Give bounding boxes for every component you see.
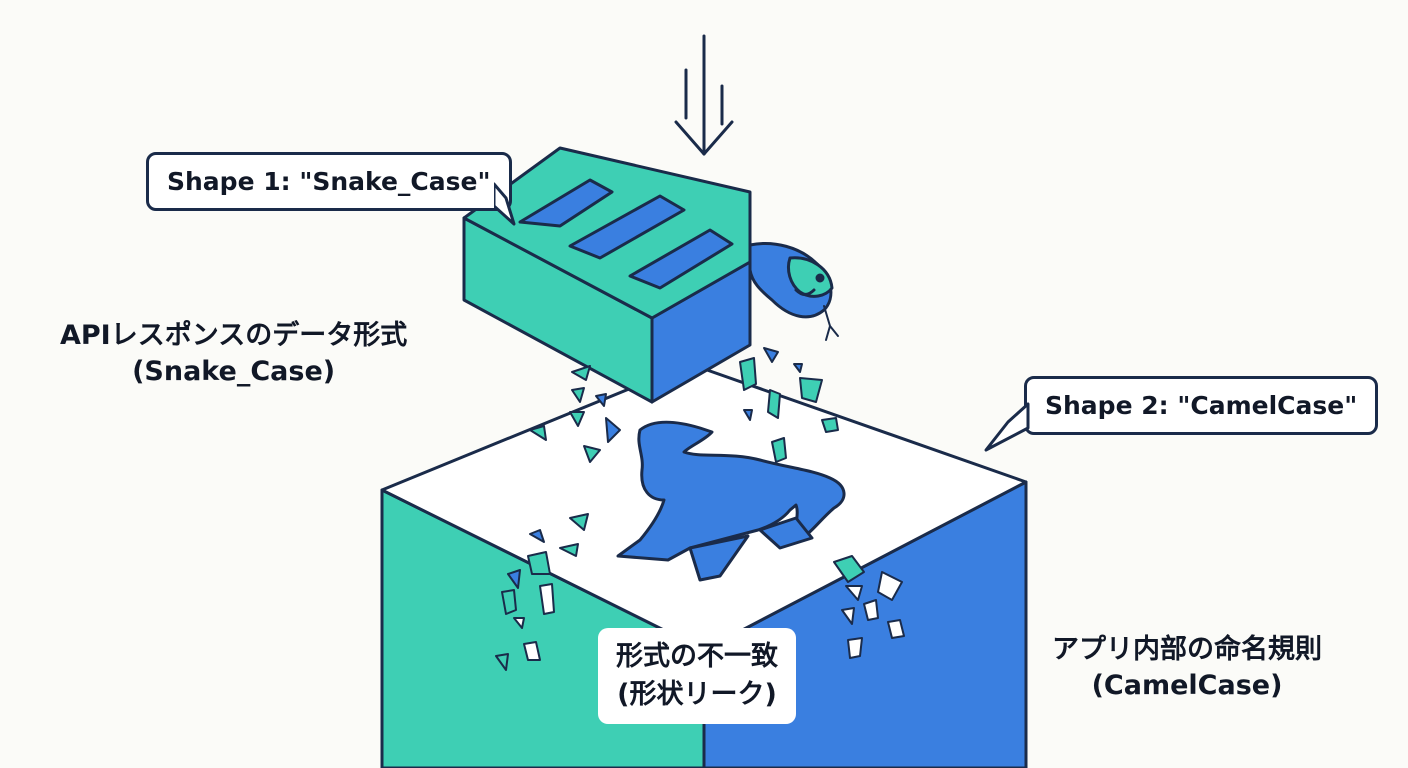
camel-case-callout: Shape 2: "CamelCase" xyxy=(1024,376,1379,435)
down-arrow-icon xyxy=(674,34,734,156)
api-format-label: APIレスポンスのデータ形式 (Snake_Case) xyxy=(60,318,407,390)
mismatch-line-2: (形状リーク) xyxy=(617,679,777,710)
snake-groove-2 xyxy=(568,194,686,260)
snake-block xyxy=(462,146,839,404)
snake-smile xyxy=(794,288,816,296)
mismatch-line-1: 形式の不一致 xyxy=(616,641,778,672)
shard-icon xyxy=(495,347,905,671)
camel-callout-tail xyxy=(984,402,1030,452)
camel-case-callout-text: Shape 2: "CamelCase" xyxy=(1045,391,1358,420)
snake-head xyxy=(786,256,834,298)
snake-case-callout-text: Shape 1: "Snake_Case" xyxy=(167,167,491,196)
snake-tongue xyxy=(823,305,839,341)
snake-eye xyxy=(815,273,825,283)
app-rule-line-1: アプリ内部の命名規則 xyxy=(1052,634,1322,665)
app-rule-label: アプリ内部の命名規則 (CamelCase) xyxy=(1052,632,1322,704)
camel-hole-icon xyxy=(616,420,846,582)
snake-callout-tail xyxy=(494,182,516,226)
api-format-line-1: APIレスポンスのデータ形式 xyxy=(60,320,408,351)
app-rule-line-2: (CamelCase) xyxy=(1091,670,1283,701)
snake-groove-1 xyxy=(518,178,614,228)
mismatch-label: 形式の不一致 (形状リーク) xyxy=(598,628,796,724)
snake-case-callout: Shape 1: "Snake_Case" xyxy=(146,152,512,211)
snake-groove-3 xyxy=(628,228,734,290)
api-format-line-2: (Snake_Case) xyxy=(132,356,336,387)
